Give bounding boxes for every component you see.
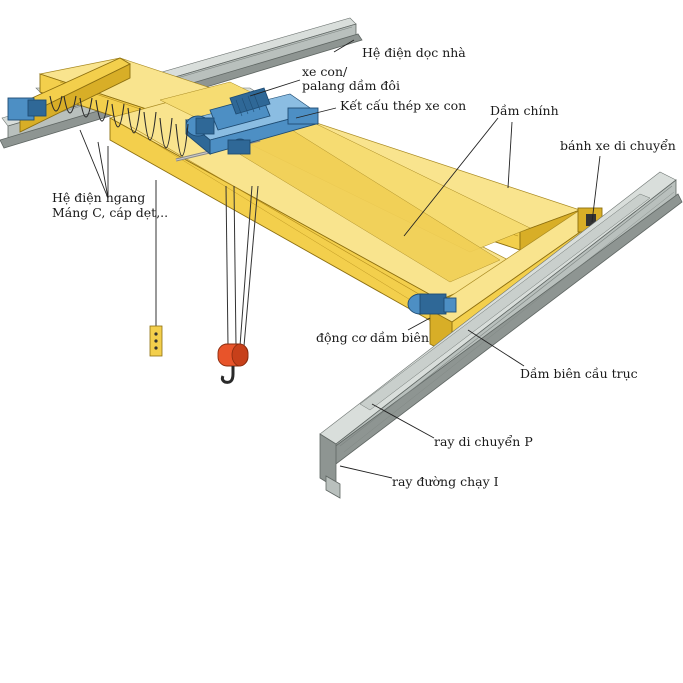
label-banh-xe-di-chuyen: bánh xe di chuyển	[560, 138, 676, 153]
label-dong-co-dam-bien: động cơ dầm biên	[316, 330, 429, 345]
pendant-control	[149, 180, 163, 357]
label-dam-bien-cau-truc: Dầm biên cầu trục	[520, 366, 638, 381]
rail-p	[359, 193, 651, 411]
label-dam-chinh: Dầm chính	[490, 103, 559, 118]
label-palang-dam-doi: palang dầm đôi	[302, 78, 400, 93]
end-carriage-left	[7, 57, 131, 133]
label-ray-di-chuyen-p: ray di chuyển P	[434, 434, 533, 449]
label-ray-duong-chay-i: ray đường chạy I	[392, 474, 499, 489]
label-ket-cau-thep-xe-con: Kết cấu thép xe con	[340, 98, 466, 113]
hook-block	[217, 185, 259, 384]
label-he-dien-ngang: Hệ điện ngang	[52, 190, 145, 205]
label-xe-con: xe con/	[302, 64, 348, 79]
festoon-cables	[49, 95, 189, 157]
label-mang-c-cap-det: Máng C, cáp dẹt,..	[52, 205, 168, 220]
callout-labels: Hệ điện dọc nhà xe con/ palang dầm đôi K…	[52, 45, 676, 489]
hoist-unit	[185, 87, 271, 155]
leader-lines	[79, 39, 601, 479]
end-carriage-motor	[407, 293, 457, 315]
label-he-dien-doc-nha: Hệ điện dọc nhà	[362, 45, 466, 60]
